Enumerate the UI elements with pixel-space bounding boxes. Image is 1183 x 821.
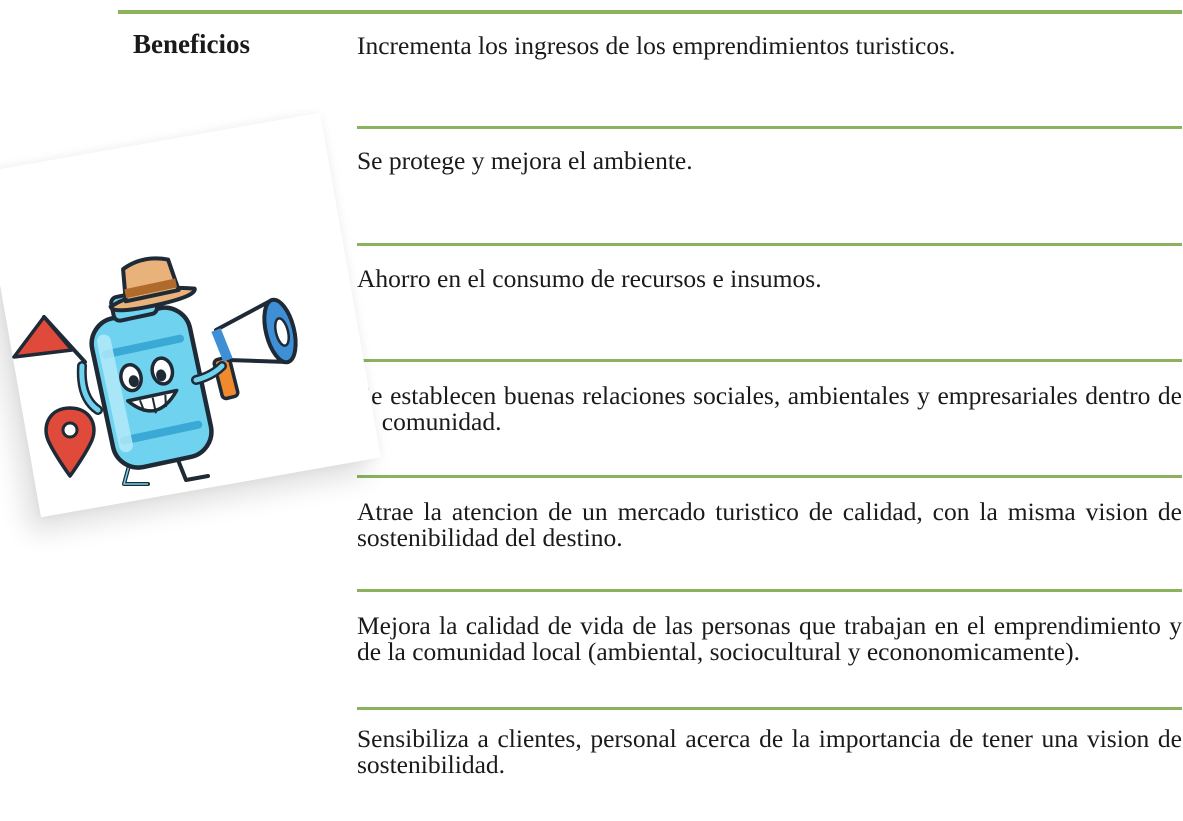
- benefit-row-6: Mejora la calidad de vida de las persona…: [357, 611, 1182, 666]
- flag-icon: [12, 315, 87, 364]
- row-divider: [357, 243, 1182, 246]
- row-divider: [357, 707, 1182, 710]
- benefit-row-1: Incrementa los ingresos de los emprendim…: [357, 31, 956, 60]
- explorer-hat-icon: [108, 256, 197, 313]
- benefit-row-5: Atrae la atencion de un mercado turistic…: [357, 497, 1182, 552]
- row-divider: [357, 359, 1182, 362]
- row-divider: [357, 475, 1182, 478]
- water-jug-mascot-illustration: [12, 256, 298, 486]
- benefit-row-3: Ahorro en el consumo de recursos e insum…: [357, 264, 822, 293]
- benefit-row-2: Se protege y mejora el ambiente.: [357, 146, 693, 175]
- benefit-row-4: Se establecen buenas relaciones sociales…: [357, 381, 1182, 436]
- jug-body: [89, 288, 214, 470]
- row-divider: [357, 126, 1182, 129]
- table-top-rule: [118, 10, 1182, 14]
- megaphone-icon: [211, 297, 298, 401]
- map-pin-icon: [44, 406, 96, 478]
- table-heading: Beneficios: [133, 29, 250, 59]
- benefit-row-7: Sensibiliza a clientes, personal acerca …: [357, 724, 1182, 779]
- row-divider: [357, 589, 1182, 592]
